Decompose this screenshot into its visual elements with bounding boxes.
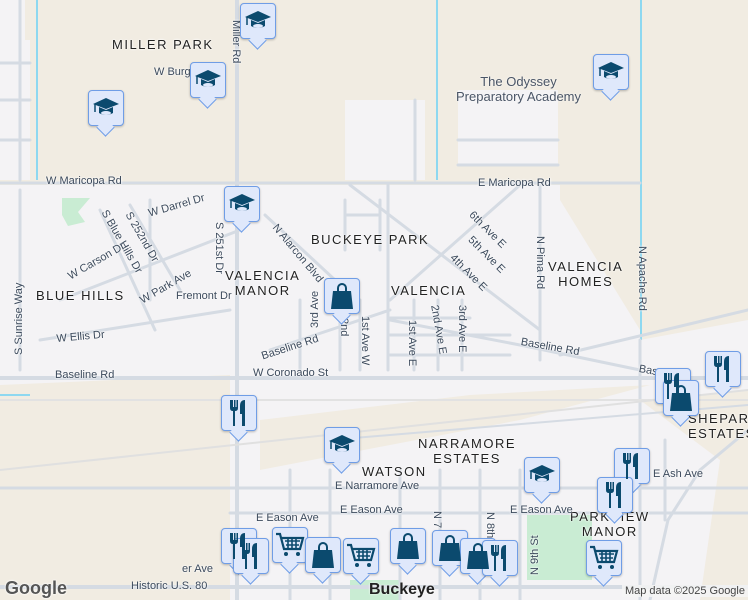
road-label: 3rd Ave E (456, 305, 468, 353)
school-marker[interactable] (524, 457, 560, 493)
grocery-marker[interactable] (272, 527, 308, 563)
shopping-marker[interactable] (390, 528, 426, 564)
fork-knife-icon (621, 452, 643, 480)
area-label: VALENCIA HOMES (548, 259, 624, 289)
school-marker[interactable] (240, 3, 276, 39)
area-label: WATSON (362, 464, 427, 479)
poi-odyssey-preparatory-academy[interactable]: The Odyssey Preparatory Academy (456, 74, 582, 104)
road-label: N 8th (484, 512, 496, 539)
restaurant-marker[interactable] (233, 538, 269, 574)
shopping-bag-icon (466, 542, 490, 570)
road-label: 3rd Ave (309, 290, 321, 328)
graduation-cap-icon (229, 193, 255, 215)
shopping-cart-icon (275, 532, 305, 558)
shopping-cart-icon (346, 543, 376, 569)
road-label: Historic U.S. 80 (131, 580, 208, 592)
restaurant-marker[interactable] (597, 477, 633, 513)
town-label-buckeye: Buckeye (369, 581, 435, 598)
shopping-cart-icon (589, 545, 619, 571)
google-logo[interactable]: Google (5, 578, 67, 598)
area-label: BLUE HILLS (36, 288, 125, 303)
restaurant-marker[interactable] (482, 540, 518, 576)
area-label: VALENCIA MANOR (225, 268, 301, 298)
road-label: W Coronado St (253, 367, 329, 379)
road-label: E Narramore Ave (335, 480, 420, 492)
school-marker[interactable] (190, 62, 226, 98)
restaurant-marker[interactable] (221, 395, 257, 431)
road-label: N 7 (431, 511, 443, 529)
canals (0, 0, 642, 396)
road-label: N Pima Rd (534, 236, 546, 290)
school-marker[interactable] (224, 186, 260, 222)
graduation-cap-icon (245, 10, 271, 32)
road-label: E Eason Ave (510, 504, 573, 516)
school-marker[interactable] (593, 54, 629, 90)
fork-knife-icon (712, 355, 734, 383)
road-label: E Eason Ave (256, 512, 319, 524)
road-label: Fremont Dr (176, 290, 232, 302)
road-label: E Ash Ave (653, 468, 703, 480)
road-label: W Maricopa Rd (46, 175, 122, 187)
grocery-marker[interactable] (586, 540, 622, 576)
area-label: BUCKEYE PARK (311, 232, 430, 247)
shopping-marker[interactable] (663, 380, 699, 416)
school-marker[interactable] (324, 427, 360, 463)
road-label: 1st Ave W (359, 316, 371, 366)
road-label: W Burg (154, 66, 191, 78)
map-attribution: Map data ©2025 Google (621, 585, 748, 597)
fork-knife-icon (489, 544, 511, 572)
shopping-marker[interactable] (305, 537, 341, 573)
area-label: SHEPARD ESTATES (688, 411, 748, 441)
shopping-bag-icon (330, 282, 354, 310)
shopping-bag-icon (396, 532, 420, 560)
graduation-cap-icon (195, 69, 221, 91)
area-label: NARRAMORE ESTATES (418, 436, 517, 466)
road-label: E Eason Ave (340, 504, 403, 516)
road-label: Baseline Rd (55, 369, 115, 381)
fork-knife-icon (604, 481, 626, 509)
road-label: S 251st Dr (213, 222, 225, 274)
fork-knife-icon (228, 399, 250, 427)
shopping-marker[interactable] (324, 278, 360, 314)
restaurant-marker[interactable] (705, 351, 741, 387)
shopping-bag-icon (311, 541, 335, 569)
graduation-cap-icon (93, 97, 119, 119)
road-label: N Apache Rd (636, 246, 648, 311)
road-label: N 9th St (529, 535, 541, 575)
restaurant-marker[interactable] (614, 448, 650, 484)
graduation-cap-icon (529, 464, 555, 486)
shopping-bag-icon (438, 534, 462, 562)
road-label: 1st Ave E (406, 320, 418, 367)
graduation-cap-icon (598, 61, 624, 83)
park (62, 198, 592, 600)
grocery-marker[interactable] (343, 538, 379, 574)
fork-knife-icon (240, 542, 262, 570)
shopping-bag-icon (669, 384, 693, 412)
graduation-cap-icon (329, 434, 355, 456)
road-label: er Ave (182, 563, 213, 575)
area-label: VALENCIA (391, 283, 467, 298)
road-label: S Sunrise Way (13, 282, 25, 355)
school-marker[interactable] (88, 90, 124, 126)
area-label: MILLER PARK (112, 37, 214, 52)
road-label: E Maricopa Rd (478, 177, 551, 189)
